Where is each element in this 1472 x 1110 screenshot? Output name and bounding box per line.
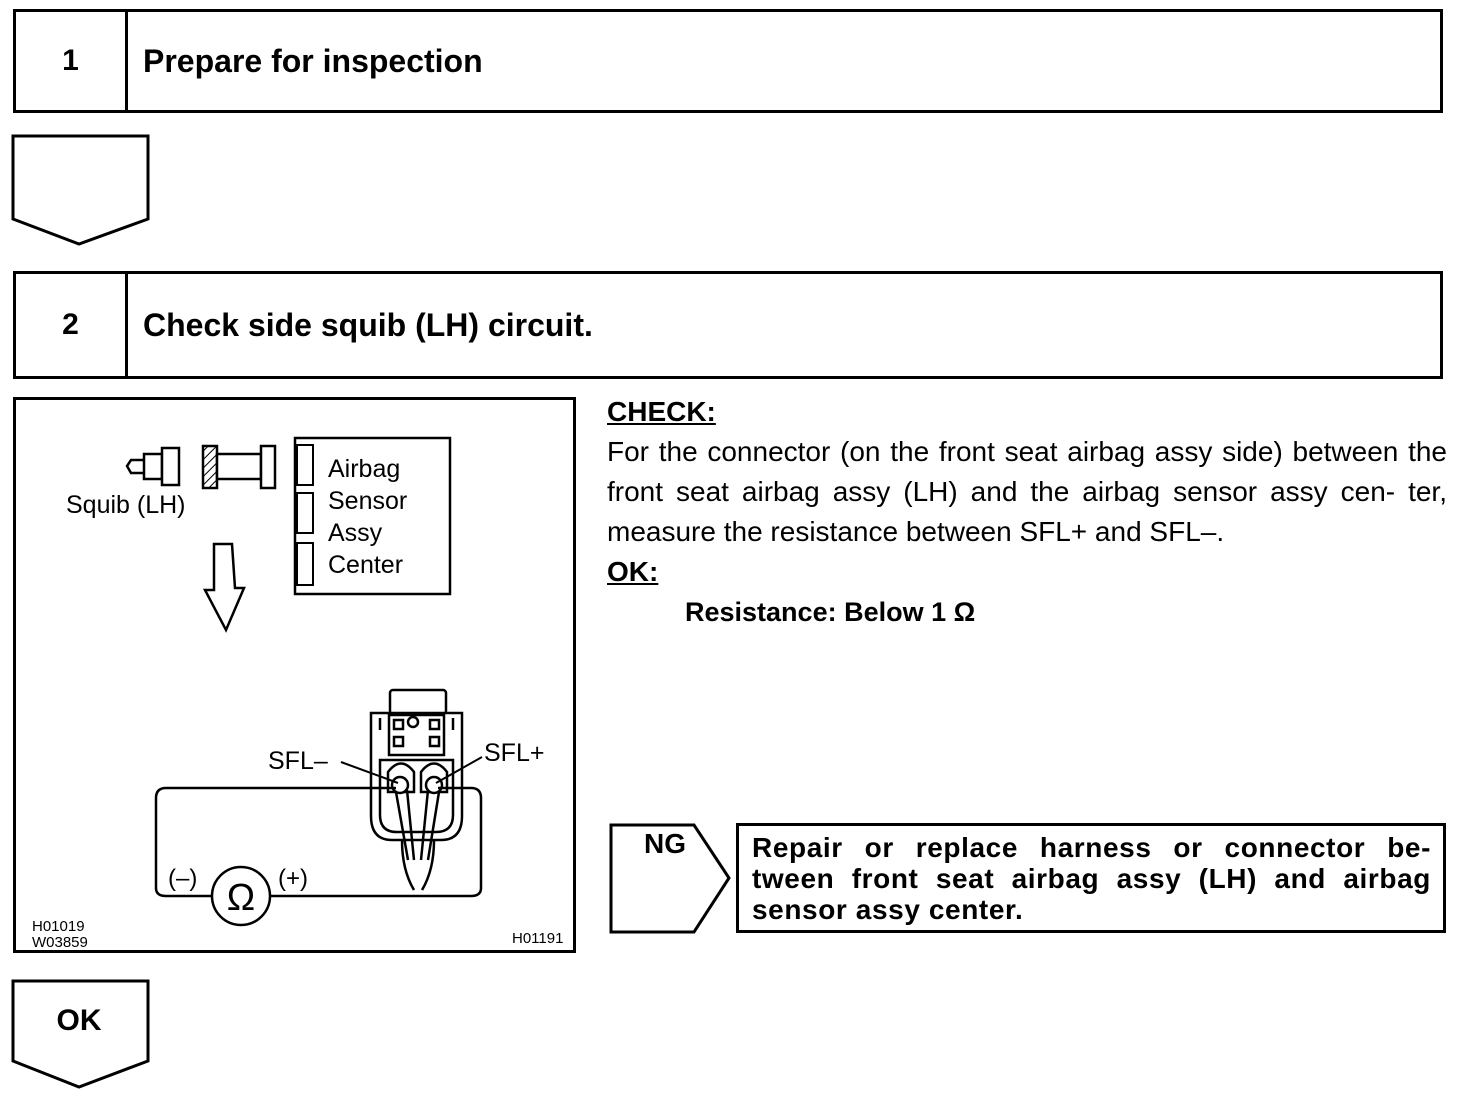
squib-connector-icon [125, 444, 277, 490]
airbag-sensor-line-1: Airbag [328, 455, 400, 483]
step-1-number: 1 [16, 12, 128, 110]
ng-repair-action: Repair or replace harness or connector b… [736, 823, 1446, 933]
figure-code-h01019: H01019 [32, 918, 85, 935]
sfl-plus-label: SFL+ [484, 739, 544, 767]
step-1-title: Prepare for inspection [143, 42, 483, 79]
sfl-minus-leader [340, 761, 399, 784]
check-instructions: For the connector (on the front seat air… [607, 436, 1447, 547]
resistance-spec: Resistance: Below 1 Ω [685, 597, 976, 627]
ok-down-arrow [11, 979, 150, 1089]
ok-heading: OK: [607, 556, 659, 587]
sfl-minus-label: SFL– [268, 747, 328, 775]
figure-code-h01191: H01191 [512, 930, 563, 947]
airbag-sensor-line-3: Assy [328, 519, 383, 547]
step-2-title: Check side squib (LH) circuit. [143, 306, 593, 343]
step-1-box: 1 Prepare for inspection [13, 9, 1443, 113]
airbag-sensor-line-4: Center [328, 551, 403, 579]
ok-label: OK [56, 1004, 102, 1037]
step-2-box: 2 Check side squib (LH) circuit. [13, 271, 1443, 379]
airbag-sensor-assy-box [293, 436, 452, 596]
meter-positive-label: (+) [278, 865, 308, 892]
step-2-number: 2 [16, 274, 128, 376]
airbag-sensor-line-2: Sensor [328, 487, 407, 515]
connector-front-view [369, 688, 464, 891]
ohmmeter-circuit [154, 786, 483, 927]
inspection-diagram: Squib (LH) Airbag Sensor Assy Center [13, 397, 576, 953]
meter-negative-label: (–) [168, 865, 197, 892]
ng-arrow [609, 823, 731, 934]
check-heading: CHECK: [607, 396, 716, 427]
ng-label: NG [644, 828, 686, 859]
connector-diagram-svg: Squib (LH) Airbag Sensor Assy Center [32, 436, 563, 951]
sfl-plus-leader [435, 756, 483, 784]
check-section: CHECK: For the connector (on the front s… [607, 392, 1447, 632]
squib-label: Squib (LH) [66, 491, 186, 519]
figure-code-w03859: W03859 [32, 934, 88, 950]
ohm-icon: Ω [227, 877, 255, 919]
flow-down-arrow [11, 134, 150, 246]
down-arrow-icon [202, 542, 246, 633]
